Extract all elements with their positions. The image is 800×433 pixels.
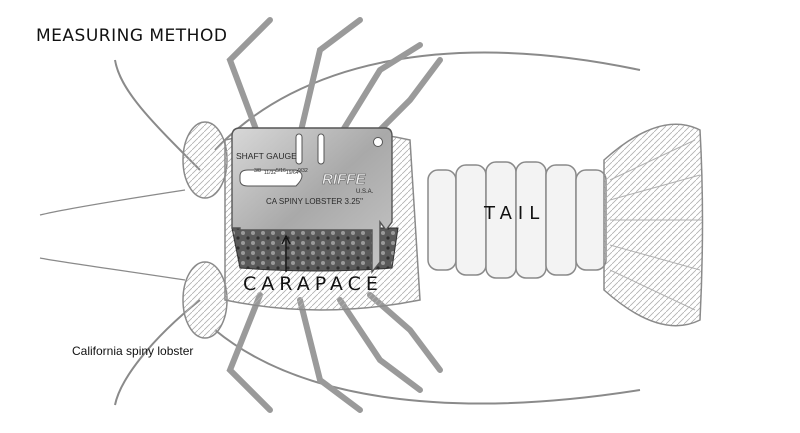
tail-fan xyxy=(603,123,704,327)
gauge-heading: SHAFT GAUGE xyxy=(236,151,297,161)
carapace-texture xyxy=(231,227,399,272)
carapace-label: CARAPACE xyxy=(243,273,383,295)
gauge-size-2: 11/32 xyxy=(264,170,276,176)
carapace-arrow xyxy=(281,234,291,272)
gauge-size-1: 3/8 xyxy=(254,168,261,174)
gauge-size-5: 9/32 xyxy=(298,168,308,174)
tail-segments xyxy=(427,161,607,279)
tail-label: TAIL xyxy=(484,203,546,224)
gauge-brand: RIFFE xyxy=(322,171,366,188)
image-caption: California spiny lobster xyxy=(72,344,194,358)
head xyxy=(182,121,228,339)
gauge-brand-sub: U.S.A. xyxy=(356,189,374,195)
legs xyxy=(226,17,443,413)
gauge-size-3: 5/16 xyxy=(276,168,286,174)
riffe-gauge: SHAFT GAUGE 3/8 11/32 5/16 19/64 9/32 RI… xyxy=(231,127,393,274)
gauge-species-line: CA SPINY LOBSTER 3.25" xyxy=(266,197,363,206)
page-title: MEASURING METHOD xyxy=(36,26,228,46)
gauge-size-4: 19/64 xyxy=(286,170,299,176)
